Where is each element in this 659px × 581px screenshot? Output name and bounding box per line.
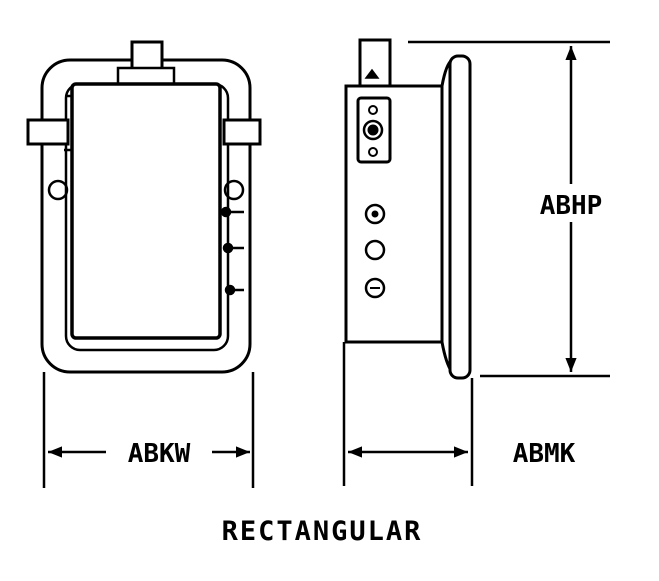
right-bracket bbox=[222, 118, 262, 146]
front-view bbox=[26, 40, 262, 374]
height-dimension-label: ABHP bbox=[540, 191, 603, 221]
top-stem bbox=[358, 38, 392, 90]
indicator-1 bbox=[364, 203, 386, 225]
indicator-3 bbox=[364, 277, 386, 299]
front-panel bbox=[70, 82, 222, 340]
connector-pins bbox=[220, 206, 244, 296]
left-hole bbox=[47, 179, 69, 201]
right-hole bbox=[223, 179, 245, 201]
side-view bbox=[344, 38, 472, 380]
width-dimension-label: ABKW bbox=[128, 439, 191, 469]
flange-plate bbox=[448, 54, 472, 380]
height-dimension bbox=[408, 40, 610, 378]
depth-dimension-label: ABMK bbox=[513, 439, 576, 469]
width-dimension bbox=[42, 372, 255, 488]
left-bracket bbox=[26, 118, 70, 146]
depth-dimension bbox=[342, 342, 474, 486]
shape-caption: RECTANGULAR bbox=[222, 516, 423, 547]
indicator-2 bbox=[364, 239, 386, 261]
